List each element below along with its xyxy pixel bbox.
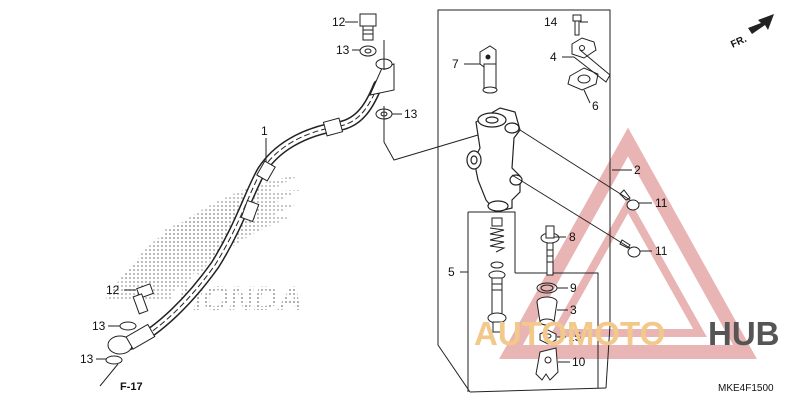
hose-joint [479,45,498,94]
reference-label: F-17 [120,381,143,393]
front-arrow [748,14,774,34]
watermark-text: AUTOMOTO HUB [474,315,780,352]
master-cylinder-body [466,107,523,213]
nut-15 [539,329,557,345]
clevis-joint-10 [535,347,559,381]
callout-5: 5 [448,265,455,279]
callout-7: 7 [452,57,459,71]
screw-14 [572,14,582,36]
callout-2: 2 [634,163,641,177]
cap-plate-4 [571,37,597,59]
callout-4: 4 [550,50,557,64]
leader-lines [96,21,652,387]
callout-12-upper: 12 [332,15,346,29]
piston-spring [487,217,507,333]
callout-13-lower-a: 13 [92,319,106,333]
callout-13-middle: 13 [404,107,418,121]
callout-3: 3 [570,303,577,317]
push-rod [540,225,560,276]
gasket-6 [567,67,599,91]
callout-8: 8 [569,230,576,244]
callout-10: 10 [572,355,586,369]
callout-11-lower: 11 [655,244,668,258]
sealing-washer-lower-b [105,355,123,365]
callout-12-lower: 12 [106,283,120,297]
callout-13-lower-b: 13 [80,352,94,366]
bolt-11-lower [619,239,641,258]
callout-9: 9 [570,281,577,295]
brake-hose [107,58,395,355]
watermark-hub: HUB [708,315,780,352]
front-label: FR. [729,34,748,51]
callout-15: 15 [568,330,582,344]
banjo-bolt-upper [359,13,377,41]
diagram-code: MKE4F1500 [718,383,774,394]
callout-14: 14 [544,15,558,29]
watermark-automoto: AUTOMOTO [474,315,665,352]
callout-13-upper: 13 [336,43,350,57]
sealing-washer-lower-a [119,321,137,331]
banjo-bolt-lower [132,283,154,315]
sealing-washer-upper [359,45,377,57]
watermark-triangle [499,127,757,359]
rubber-boot-3 [536,296,558,326]
assembly-frame [437,9,611,393]
callout-11-upper: 11 [655,196,668,210]
bolt-11-upper [619,189,640,211]
callout-6: 6 [592,99,599,113]
callout-1: 1 [261,124,268,138]
